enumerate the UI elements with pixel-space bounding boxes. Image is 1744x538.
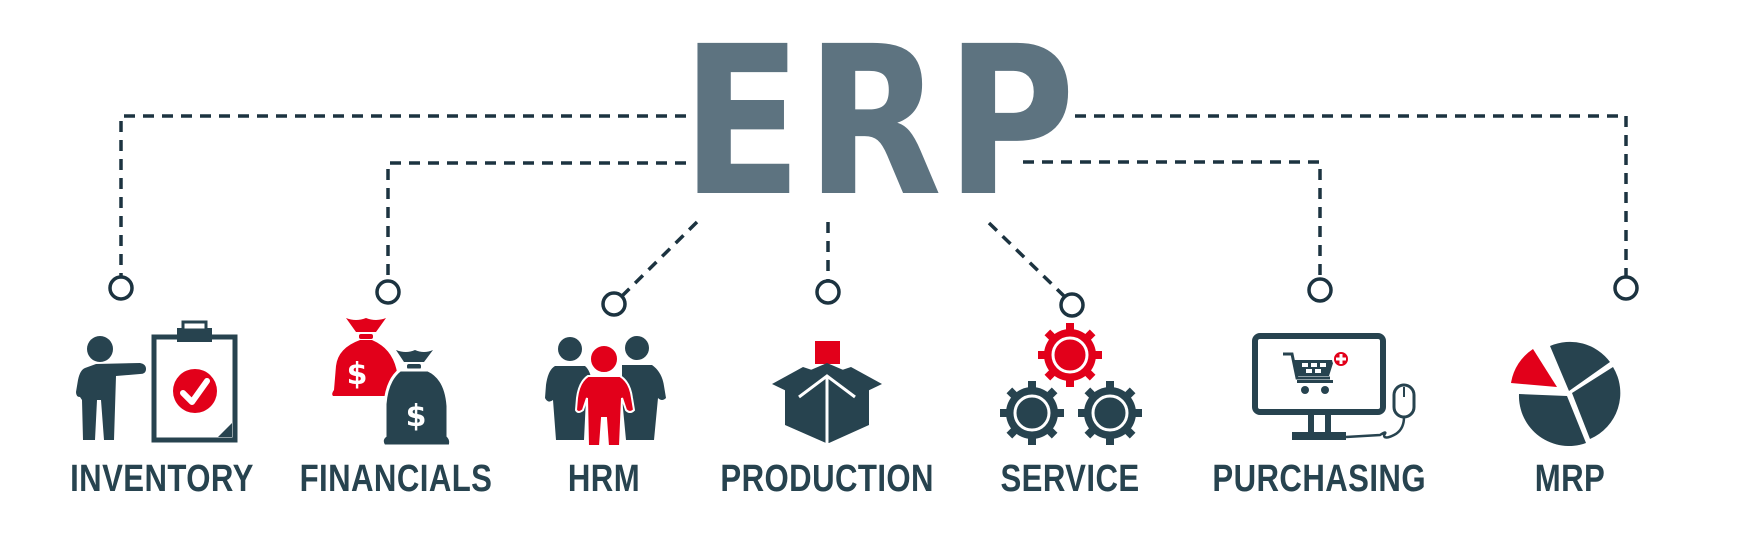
node-circle-mrp <box>1613 275 1639 301</box>
connector-financials <box>386 161 686 280</box>
node-circle-hrm <box>601 291 627 317</box>
module-label-hrm: HRM <box>567 458 641 500</box>
node-circle-purchasing <box>1307 277 1333 303</box>
node-circle-service <box>1059 292 1085 318</box>
money-bags-icon: $ $ <box>332 318 453 448</box>
gears-icon <box>1000 323 1142 445</box>
monitor-shopping-cart-icon <box>1252 333 1416 440</box>
connector-purchasing <box>1023 160 1322 278</box>
node-circle-financials <box>375 279 401 305</box>
module-label-production: PRODUCTION <box>720 458 934 500</box>
node-circle-production <box>815 279 841 305</box>
module-label-inventory: INVENTORY <box>70 458 254 500</box>
connector-inventory <box>119 114 686 276</box>
erp-title: ERP <box>681 2 1079 242</box>
module-label-financials: FINANCIALS <box>299 458 493 500</box>
node-circle-inventory <box>108 275 134 301</box>
pie-chart-icon <box>1511 341 1621 446</box>
connector-mrp <box>1075 114 1628 276</box>
module-label-purchasing: PURCHASING <box>1212 458 1426 500</box>
clipboard-check-person-icon <box>76 320 238 443</box>
open-box-icon <box>772 341 882 443</box>
svg-text:$: $ <box>406 399 427 434</box>
module-label-mrp: MRP <box>1534 458 1606 500</box>
module-label-service: SERVICE <box>1000 458 1140 500</box>
people-group-icon <box>545 336 666 447</box>
svg-text:$: $ <box>347 357 368 392</box>
